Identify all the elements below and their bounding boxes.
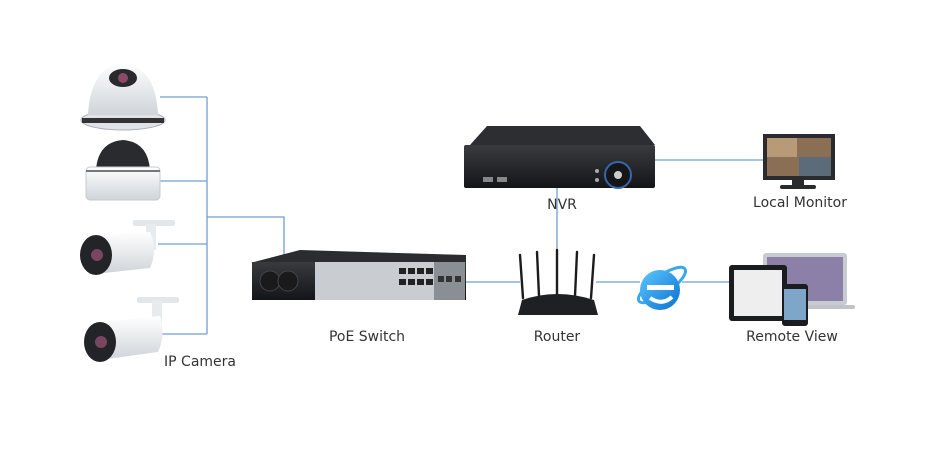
bullet-camera-icon <box>80 220 175 275</box>
internet-explorer-icon <box>636 265 688 310</box>
local-monitor-label: Local Monitor <box>753 195 847 211</box>
router-label: Router <box>533 329 581 345</box>
ip-camera-label: IP Camera <box>164 354 236 370</box>
poe-switch-icon <box>252 250 466 300</box>
camera-to-switch-link <box>207 216 285 258</box>
remote-view-label: Remote View <box>746 329 838 345</box>
vandal-dome-camera-icon <box>85 140 161 201</box>
connection-lines <box>158 96 763 335</box>
nvr-label: NVR <box>547 197 577 213</box>
bullet-camera-icon <box>84 297 179 362</box>
dome-camera-icon <box>80 62 166 131</box>
poe-switch-label: PoE Switch <box>328 329 406 345</box>
remote-view-devices-icon <box>729 253 855 326</box>
local-monitor-icon <box>763 134 835 189</box>
nvr-icon <box>464 126 655 189</box>
router-icon <box>518 248 598 315</box>
